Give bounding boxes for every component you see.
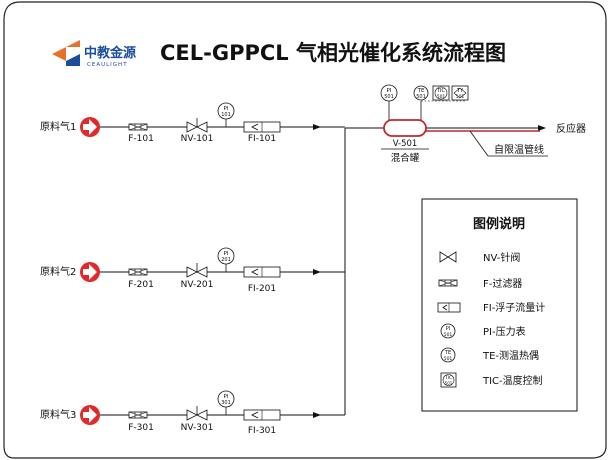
- page-title: CEL-GPPCL 气相光催化系统流程图: [160, 41, 506, 65]
- filter-tag: F-201: [128, 280, 154, 290]
- feed-line-1: 原料气1 F-101 NV-101 PI 101 FI-101: [40, 102, 345, 144]
- flowmeter-tag: FI-201: [248, 284, 276, 294]
- needle-valve-icon: [186, 409, 198, 421]
- heat-trace-label: 自限温管线: [494, 143, 544, 156]
- feed-source-label: 原料气3: [40, 408, 76, 421]
- svg-text:PI: PI: [446, 326, 451, 332]
- mixing-tank-tag: V-501: [393, 139, 418, 149]
- pressure-gauge-icon: [217, 102, 235, 120]
- svg-text:501: 501: [456, 94, 465, 100]
- company-logo: 中教金源 CEAULIGHT: [52, 40, 136, 68]
- needle-valve-icon: [186, 121, 198, 133]
- svg-text:201: 201: [221, 257, 231, 263]
- valve-tag: NV-201: [181, 280, 214, 290]
- legend-item: TE 501 TE-测温热偶: [440, 347, 539, 363]
- filter-tag: F-101: [128, 134, 154, 144]
- svg-text:PI: PI: [224, 394, 229, 400]
- svg-text:PI: PI: [224, 251, 229, 257]
- legend-item-label: TE-测温热偶: [482, 349, 539, 362]
- svg-text:301: 301: [221, 400, 231, 406]
- svg-text:PI: PI: [387, 88, 392, 94]
- filter-tag: F-301: [128, 423, 154, 433]
- thermocouple-icon: [413, 85, 429, 101]
- svg-text:TE: TE: [444, 350, 451, 356]
- svg-text:TIC: TIC: [436, 88, 446, 94]
- svg-text:501: 501: [444, 356, 453, 362]
- svg-text:501: 501: [437, 94, 446, 100]
- pressure-gauge-icon: [440, 323, 456, 339]
- valve-tag: NV-301: [181, 423, 214, 433]
- needle-valve-icon: [439, 251, 449, 263]
- thermocouple-icon: [440, 347, 456, 363]
- mixing-tank-name: 混合罐: [391, 152, 420, 164]
- legend-item-label: TIC-温度控制: [482, 374, 543, 387]
- svg-text:501: 501: [444, 332, 453, 338]
- legend: 图例说明 NV-针阀 F-过滤器 FI-浮子流量计 PI 501 PI-压力表: [421, 198, 578, 412]
- legend-item: PI 501 PI-压力表: [440, 323, 526, 339]
- svg-text:TY: TY: [456, 88, 464, 94]
- needle-valve-icon: [186, 266, 198, 278]
- feed-line-2: 原料气2 F-201 NV-201 PI 201 FI-201: [40, 247, 345, 294]
- valve-tag: NV-101: [181, 134, 214, 144]
- svg-text:101: 101: [221, 112, 231, 118]
- logo-mark-icon: [66, 40, 80, 47]
- diagram-frame: [3, 1, 607, 459]
- svg-text:501: 501: [384, 94, 394, 100]
- flowmeter-tag: FI-101: [248, 134, 276, 144]
- flowmeter-tag: FI-301: [248, 426, 276, 436]
- temperature-control-icon: [440, 372, 457, 388]
- legend-item-label: PI-压力表: [483, 325, 526, 338]
- svg-text:501: 501: [445, 381, 453, 386]
- mixing-tank: V-501 混合罐 PI 501 TE 501 TIC 501 TY 501: [380, 84, 469, 164]
- logo-brand-cn: 中教金源: [84, 45, 136, 61]
- pressure-gauge-icon: [217, 247, 235, 265]
- pressure-gauge-icon: [380, 84, 398, 102]
- svg-text:TE: TE: [417, 88, 425, 94]
- temperature-relay-icon: [451, 85, 469, 101]
- legend-item: TIC 501 TIC-温度控制: [440, 372, 543, 388]
- mixing-tank-vessel: [383, 119, 427, 137]
- legend-item: F-过滤器: [438, 277, 522, 290]
- legend-title: 图例说明: [473, 216, 525, 232]
- svg-text:501: 501: [416, 94, 426, 100]
- legend-item: FI-浮子流量计: [437, 301, 545, 314]
- pressure-gauge-icon: [217, 390, 235, 408]
- legend-item-label: NV-针阀: [483, 251, 520, 264]
- svg-text:PI: PI: [224, 106, 229, 112]
- feed-line-3: 原料气3 F-301 NV-301 PI 301 FI-301: [40, 390, 345, 436]
- feed-source-label: 原料气1: [40, 120, 76, 133]
- logo-brand-en: CEAULIGHT: [87, 62, 128, 68]
- temperature-control-icon: [432, 85, 450, 101]
- legend-item-label: FI-浮子流量计: [483, 301, 545, 314]
- heat-trace-leader: [469, 130, 489, 157]
- feed-source-label: 原料气2: [40, 265, 76, 278]
- legend-item-label: F-过滤器: [483, 277, 522, 290]
- svg-text:TIC: TIC: [444, 375, 452, 381]
- legend-item: NV-针阀: [439, 251, 520, 264]
- outlet-label: 反应器: [556, 122, 586, 135]
